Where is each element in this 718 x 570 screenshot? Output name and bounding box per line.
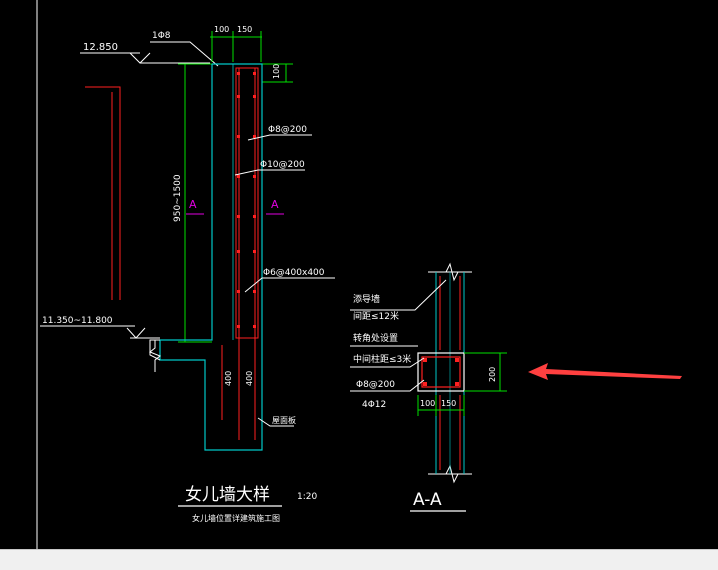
lower-level-label: 11.350~11.800 [42,316,113,326]
aa-column-stirrup [421,356,461,388]
top-level-triangle [129,52,151,64]
aa-note-leader-3 [350,357,425,368]
annotation-arrow-icon [528,363,682,380]
tie-label: Φ6@400x400 [263,268,325,278]
aa-note-1: 添导墙 [353,293,380,305]
detail-subtitle: 女儿墙位置详建筑施工图 [192,513,280,523]
parapet-concrete-outline [159,63,263,451]
left-bracket-rebar [85,86,121,300]
top-rebar-leader [150,41,219,67]
section-aa-title: A-A [413,490,442,510]
aa-break-top-zigzag [445,262,459,282]
aa-note-leader-1 [350,279,447,311]
detail-title: 女儿墙大样 [185,485,270,505]
break-line-left [149,340,161,372]
parapet-rebar-dots [237,72,256,328]
stirrup-label: Φ8@200 [268,125,307,135]
top-dim-height: 100 [272,64,281,79]
roof-slab-label: 屋面板 [272,415,296,425]
height-range-label: 950~1500 [173,174,183,222]
section-mark-right: A [271,198,279,211]
base-dim-b: 400 [245,371,254,386]
top-dim-right: 150 [237,25,252,34]
aa-break-bottom-zigzag [445,464,459,484]
aa-note-2: 间距≤12米 [353,310,399,322]
section-mark-left: A [189,198,197,211]
top-dim-left: 100 [214,25,229,34]
top-rebar-label: 1Φ8 [152,31,171,41]
aa-main-label: 4Φ12 [362,400,386,410]
detail-scale: 1:20 [297,492,317,502]
stirrup-leader [247,134,312,141]
top-level-label: 12.850 [83,42,118,53]
aa-stirrup-leader [350,379,425,392]
vertical-bar-label: Φ10@200 [260,160,305,170]
parapet-stirrup [235,67,259,339]
aa-column-bars [423,358,459,386]
base-dim-a: 400 [224,371,233,386]
aa-stirrup-label: Φ8@200 [356,380,395,390]
aa-dim-right: 150 [441,399,456,408]
aa-wall-rebar [439,276,461,470]
aa-note-4: 中间柱距≤3米 [353,353,411,365]
aa-dim-height: 200 [488,367,497,382]
aa-note-3: 转角处设置 [353,332,398,344]
tie-leader [244,277,335,293]
aa-column-outline [417,352,465,392]
status-bar [0,549,718,570]
lower-level-triangle [126,327,146,339]
aa-dim-left: 100 [420,399,435,408]
roof-slab-leader [257,417,294,427]
vertical-bar-leader [234,169,305,176]
cad-drawing-canvas[interactable]: 12.850 950~1500 A A 1Φ8 100 150 100 11.3… [0,0,718,549]
